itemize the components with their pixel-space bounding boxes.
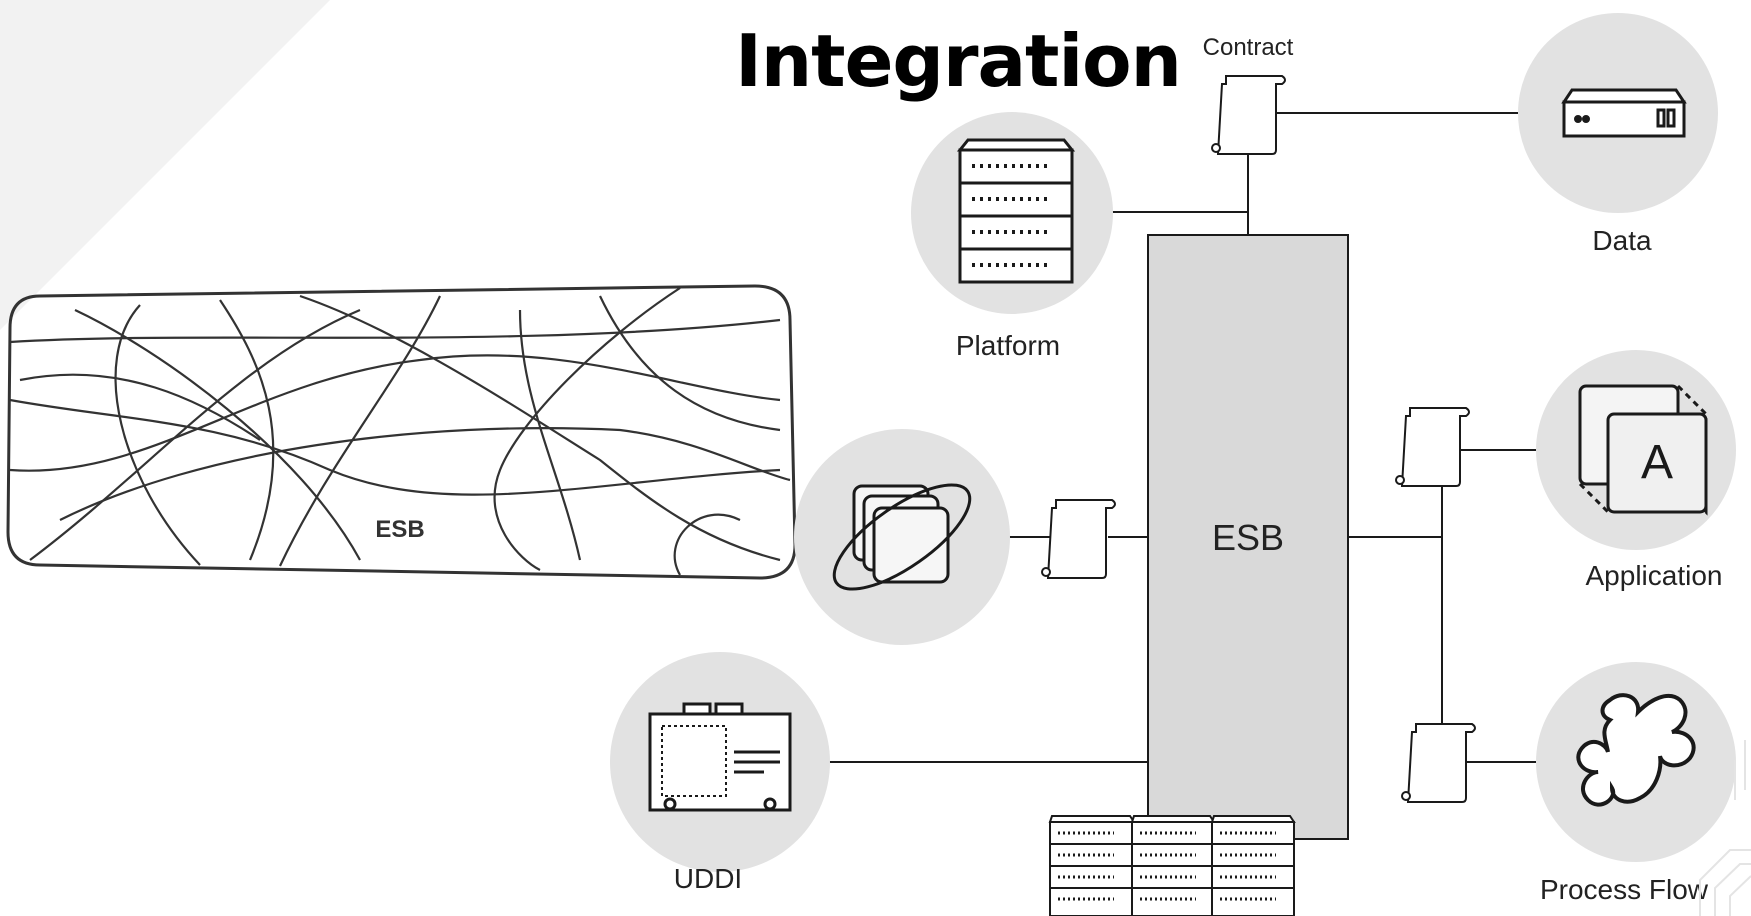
uddi-node: UDDI	[610, 652, 830, 894]
storage-device-icon	[1561, 88, 1687, 138]
esb-bus-label: ESB	[1212, 517, 1284, 558]
esb-bus	[1147, 234, 1349, 840]
service-node	[794, 429, 1010, 645]
registry-card-icon	[648, 702, 792, 812]
platform-node: Platform	[911, 112, 1113, 361]
contract-scroll-service	[1041, 499, 1116, 579]
data-label: Data	[1592, 225, 1652, 256]
corner-decoration	[1699, 740, 1751, 916]
diagram-title: Integration	[735, 19, 1181, 103]
tangled-esb-label: ESB	[375, 516, 424, 543]
contract-label: Contract	[1203, 34, 1294, 61]
process-flow-label: Process Flow	[1540, 874, 1709, 905]
platform-label: Platform	[956, 330, 1060, 361]
uddi-label: UDDI	[674, 863, 742, 894]
server-rack-icon	[956, 138, 1076, 284]
svg-text:A: A	[1641, 436, 1673, 489]
application-node: A Application	[1536, 350, 1736, 591]
puzzle-piece-icon	[1576, 693, 1696, 807]
server-farm-icon	[1048, 815, 1296, 916]
orbit-cards-icon	[832, 483, 972, 591]
contract-scroll-top	[1211, 75, 1286, 155]
data-node: Data	[1518, 13, 1718, 256]
tangled-esb-box	[6, 284, 797, 580]
background-shape	[0, 0, 330, 330]
server-stack-right	[1210, 815, 1296, 916]
contract-scroll-process	[1401, 723, 1476, 803]
server-stack-middle	[1130, 815, 1216, 916]
application-label: Application	[1586, 560, 1723, 591]
connectors	[828, 112, 1536, 763]
server-stack-left	[1048, 815, 1136, 916]
application-window-icon: A	[1578, 384, 1708, 516]
contract-scroll-application	[1395, 407, 1470, 487]
process-flow-node: Process Flow	[1536, 662, 1736, 905]
